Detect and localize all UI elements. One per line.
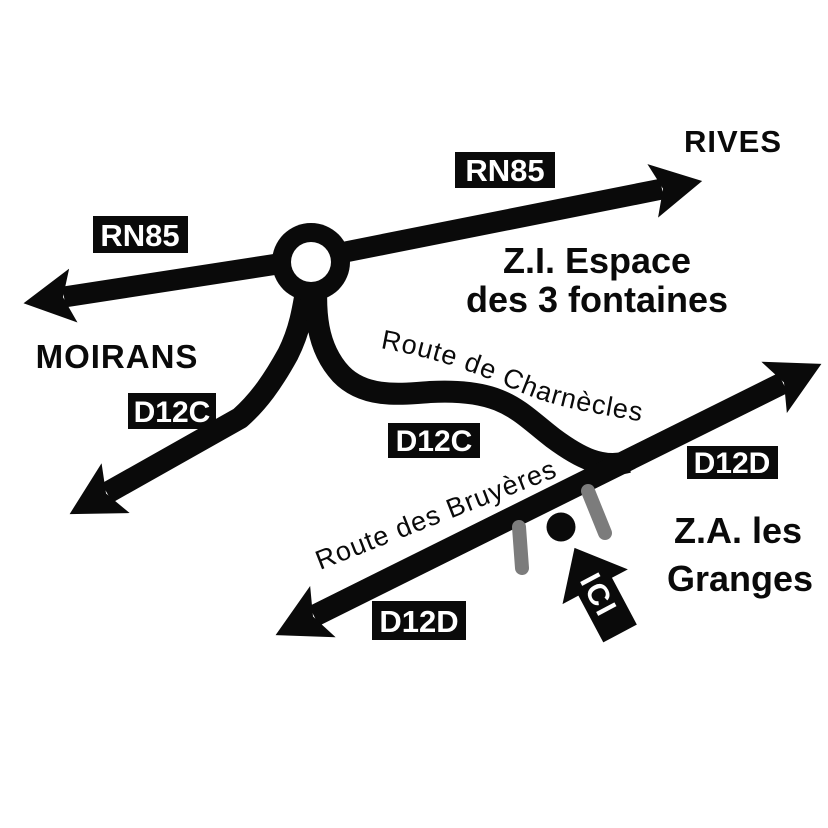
badge-d12d-bottom-label: D12D <box>379 604 458 639</box>
zone-za-line2: Granges <box>667 558 813 599</box>
badge-d12c-mid-bg <box>388 423 480 458</box>
here-marker-arrow: ICI <box>562 547 637 643</box>
badge-d12d-right-bg <box>687 446 778 479</box>
badge-rn85-right-bg <box>455 152 555 188</box>
side-road-right <box>581 484 612 540</box>
zone-zi-line1: Z.I. Espace <box>503 240 691 281</box>
roundabout-center <box>291 242 331 282</box>
badge-d12c-left-bg <box>128 393 216 429</box>
badge-d12c-left: D12C <box>128 393 216 429</box>
badge-rn85-right: RN85 <box>455 152 555 188</box>
badge-d12c-mid-label: D12C <box>396 425 473 458</box>
badge-rn85-left: RN85 <box>93 216 188 253</box>
side-road-left <box>512 520 529 575</box>
badge-rn85-left-label: RN85 <box>100 218 179 253</box>
zone-zi-line2: des 3 fontaines <box>466 279 728 320</box>
road-d12c <box>69 264 321 515</box>
destination-rives: RIVES <box>684 124 782 159</box>
badge-rn85-left-bg <box>93 216 188 253</box>
badge-rn85-right-label: RN85 <box>465 153 544 188</box>
destination-moirans: MOIRANS <box>36 338 199 375</box>
badge-d12d-right: D12D <box>687 446 778 480</box>
badge-d12d-right-label: D12D <box>694 447 771 480</box>
destination-dot <box>546 512 576 542</box>
badge-d12d-bottom: D12D <box>372 601 466 640</box>
road-d12d <box>275 361 822 638</box>
zone-za-line1: Z.A. les <box>674 510 802 551</box>
badge-d12d-bottom-bg <box>372 601 466 640</box>
badge-d12c-left-label: D12C <box>134 396 211 429</box>
badge-d12c-mid: D12C <box>388 423 480 458</box>
here-arrow-shape <box>562 547 637 643</box>
